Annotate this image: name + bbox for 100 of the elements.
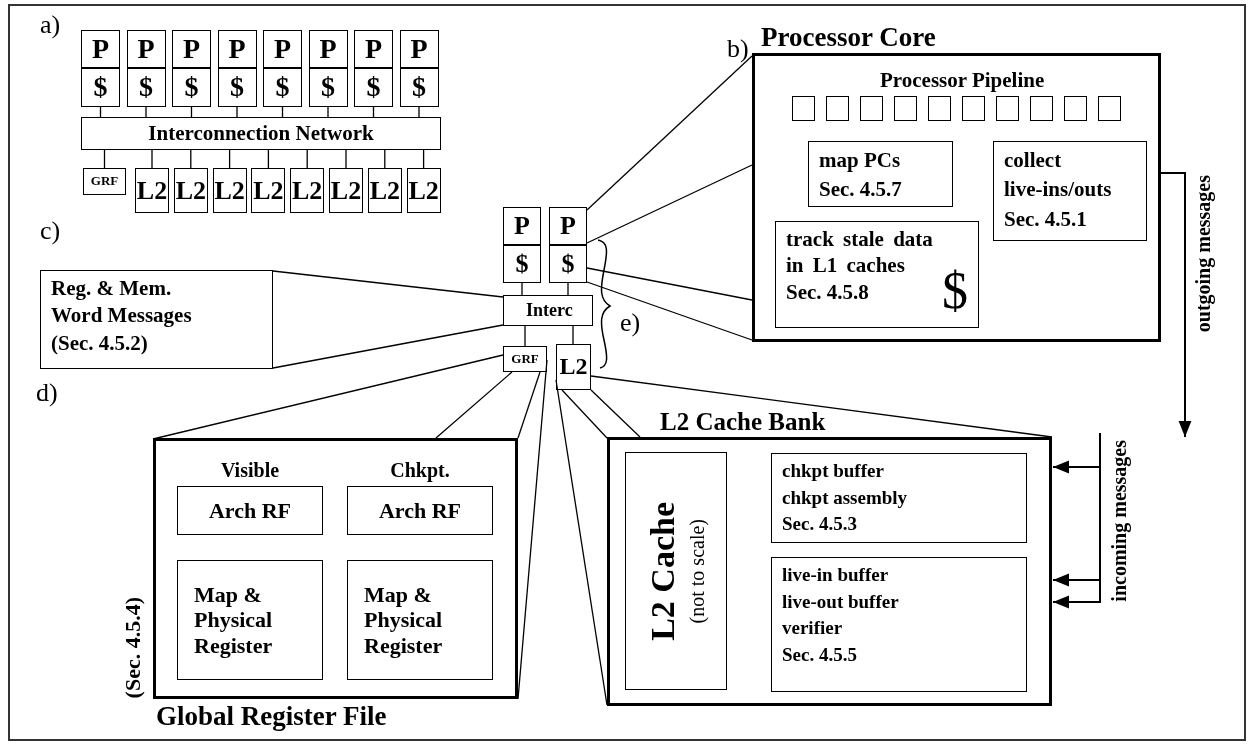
connector-line xyxy=(590,389,641,438)
connector-line xyxy=(555,379,608,706)
message-box xyxy=(40,270,273,369)
box-label: $ xyxy=(230,71,244,104)
edge-label: incoming messages xyxy=(1108,440,1131,602)
panel-letter: d) xyxy=(36,378,58,408)
processor-box xyxy=(172,30,211,68)
cache-array-box xyxy=(625,452,727,690)
function-box xyxy=(808,141,953,207)
panel-title: Processor Core xyxy=(761,22,936,54)
box-label: Arch RF xyxy=(208,497,292,524)
box-label: L2 xyxy=(253,175,284,206)
connector-line xyxy=(572,325,574,345)
register-file-box xyxy=(503,346,547,372)
function-box xyxy=(993,141,1147,241)
connector-line xyxy=(327,106,329,118)
pipeline-stage-box xyxy=(894,96,917,121)
pipeline-stage-box xyxy=(1064,96,1087,121)
section-reference: Sec. 4.5.8 xyxy=(786,278,869,305)
box-label: $ xyxy=(561,249,575,279)
section-reference: Sec. 4.5.7 xyxy=(819,176,902,204)
connector-line xyxy=(586,267,753,301)
section-reference: (Sec. 4.5.4) xyxy=(120,596,146,698)
cache-box xyxy=(217,68,257,107)
buffer-box xyxy=(771,453,1027,543)
l2-cache-box xyxy=(406,168,441,213)
connector-line xyxy=(435,371,513,439)
box-label: P xyxy=(410,32,428,66)
cache-box xyxy=(126,68,166,107)
connector-line xyxy=(524,325,526,347)
box-label: L2 xyxy=(369,175,400,206)
box-label: $ xyxy=(93,71,108,104)
box-label: Reg. & Mem. Word Messages xyxy=(51,275,193,330)
pipeline-label: Processor Pipeline xyxy=(880,68,1045,93)
box-label: P xyxy=(364,32,383,66)
pipeline-stage-box xyxy=(792,96,815,121)
connector-line xyxy=(103,149,106,169)
l2-cache-box xyxy=(367,168,402,213)
connector-line xyxy=(586,55,753,211)
box-label: P xyxy=(319,32,337,66)
processor-box xyxy=(263,30,302,68)
box-label: Arch RF xyxy=(378,497,462,524)
box-label: P xyxy=(182,32,201,66)
connector-line xyxy=(517,371,541,439)
box-label: chkpt buffer xyxy=(782,459,884,483)
box-label: track stale data in L1 caches xyxy=(786,226,934,279)
box-label: $ xyxy=(366,71,381,104)
processor-box xyxy=(399,30,439,68)
cache-box xyxy=(399,68,439,107)
box-label: $ xyxy=(139,71,153,104)
connector-line xyxy=(190,149,192,169)
box-label: $ xyxy=(412,71,426,104)
l2-cache-box xyxy=(212,168,247,213)
connector-line xyxy=(586,164,753,244)
box-label: $ xyxy=(321,71,335,104)
connector-line xyxy=(151,149,153,169)
pipeline-stage-box xyxy=(1030,96,1053,121)
connector-line xyxy=(145,106,147,118)
processor-box xyxy=(81,30,120,68)
cache-box xyxy=(308,68,348,107)
box-label: P xyxy=(560,211,576,241)
section-reference: Sec. 4.5.1 xyxy=(1004,205,1087,233)
box-label: $ xyxy=(515,249,529,279)
cache-box xyxy=(81,68,120,107)
panel-letter: e) xyxy=(620,308,641,338)
connector-line xyxy=(306,149,308,169)
connector-line xyxy=(236,106,238,118)
arrow xyxy=(1160,172,1192,438)
connector-line xyxy=(590,375,1053,438)
network-box xyxy=(503,295,593,326)
box-label: P xyxy=(273,32,292,66)
box-label: live-out buffer xyxy=(782,589,899,614)
connector-line xyxy=(561,389,608,439)
box-label: L2 Cache xyxy=(642,501,682,641)
l2-cache-box xyxy=(556,344,591,390)
register-box xyxy=(177,560,323,680)
panel-title: L2 Cache Bank xyxy=(660,408,826,437)
processor-box xyxy=(354,30,393,68)
l2-cache-box xyxy=(251,168,286,213)
box-label: collect live-ins/outs xyxy=(1004,147,1113,204)
pipeline-stage-box xyxy=(826,96,849,121)
processor-box xyxy=(549,207,587,245)
connector-line xyxy=(384,149,386,169)
processor-box xyxy=(217,30,257,68)
panel-letter: a) xyxy=(40,10,61,40)
connector-line xyxy=(586,281,753,341)
box-label: $ xyxy=(275,71,290,104)
processor-box xyxy=(126,30,166,68)
box-label: L2 xyxy=(214,175,245,206)
box-label: P xyxy=(137,32,155,66)
box-label: L2 xyxy=(559,353,588,381)
connector-line xyxy=(272,270,504,298)
box-note: (not to scale) xyxy=(686,518,710,624)
connector-line xyxy=(281,106,284,118)
pipeline-stage-box xyxy=(996,96,1019,121)
box-label: GRF xyxy=(90,174,119,189)
box-label: L2 xyxy=(175,175,206,206)
box-heading: Visible xyxy=(219,459,281,482)
box-label: GRF xyxy=(511,351,539,367)
l2-cache-box xyxy=(135,168,169,213)
